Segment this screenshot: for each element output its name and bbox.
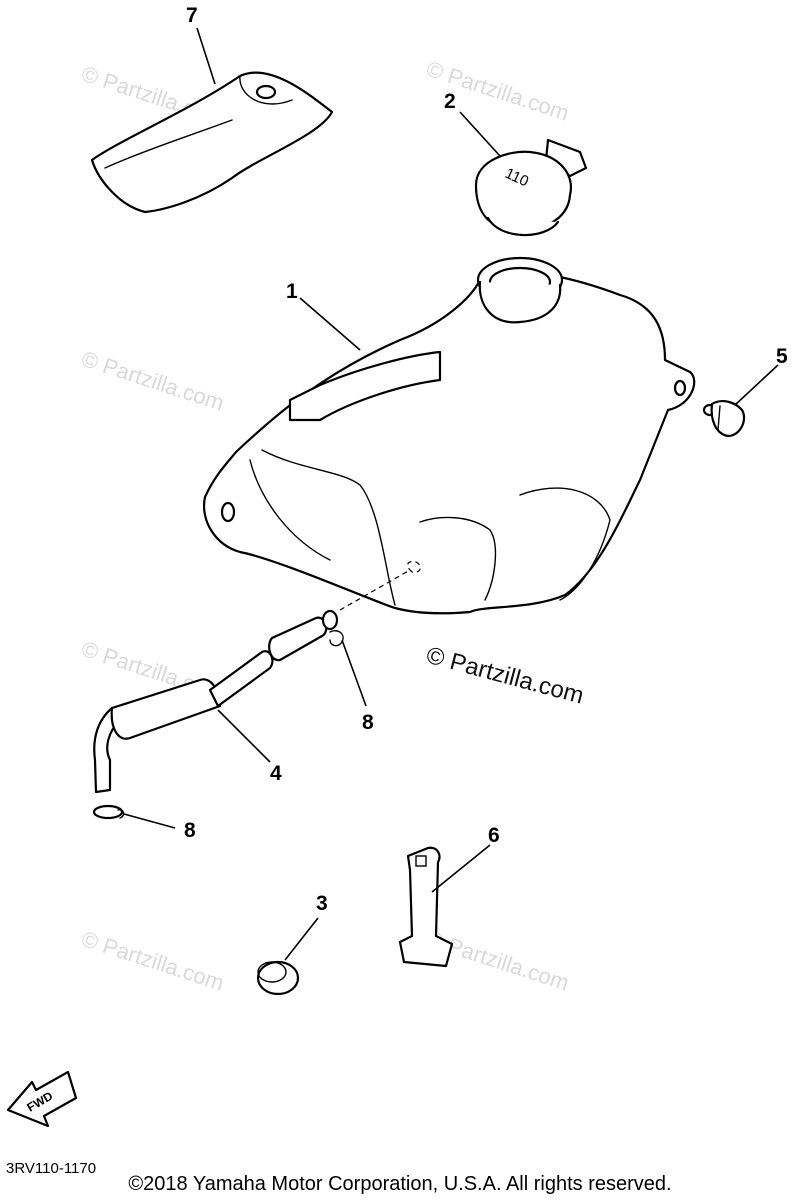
callout-8-upper: 8 <box>362 711 374 734</box>
fwd-arrow-icon: FWD <box>6 1070 78 1128</box>
callout-3: 3 <box>316 892 328 915</box>
part-3-grommet <box>256 960 300 996</box>
callout-7: 7 <box>186 4 198 27</box>
watermark: © Partzilla.com <box>78 346 227 416</box>
part-8-clip-upper <box>329 630 344 647</box>
callout-4: 4 <box>270 762 282 785</box>
watermark-main: © Partzilla.com <box>423 642 586 710</box>
callout-5: 5 <box>776 345 788 368</box>
part-4-fuel-hose <box>93 609 339 794</box>
leader-line-4 <box>217 709 271 763</box>
part-5-bolt <box>702 400 746 438</box>
watermark: © Partzilla.com <box>78 926 227 996</box>
leader-line-5 <box>734 364 779 406</box>
part-6-strap <box>398 846 454 968</box>
part-8-clip-lower <box>92 804 125 820</box>
leader-line-3 <box>284 917 319 961</box>
part-1-fuel-tank <box>202 256 696 615</box>
callout-6: 6 <box>488 824 500 847</box>
leader-line-2 <box>459 111 501 157</box>
part-7-pouch <box>90 71 334 214</box>
part-2-tank-cap: 110 <box>474 138 588 237</box>
leader-line-8b <box>123 813 176 829</box>
diagram-code: 3RV110-1170 <box>6 1160 97 1177</box>
callout-1: 1 <box>286 280 298 303</box>
copyright-notice: ©2018 Yamaha Motor Corporation, U.S.A. A… <box>128 1173 672 1195</box>
leader-line-6 <box>431 844 491 893</box>
leader-line-1 <box>299 297 361 351</box>
leader-line-8a <box>341 639 367 707</box>
callout-8-lower: 8 <box>184 819 196 842</box>
callout-2: 2 <box>444 90 456 113</box>
leader-line-7 <box>196 27 216 85</box>
